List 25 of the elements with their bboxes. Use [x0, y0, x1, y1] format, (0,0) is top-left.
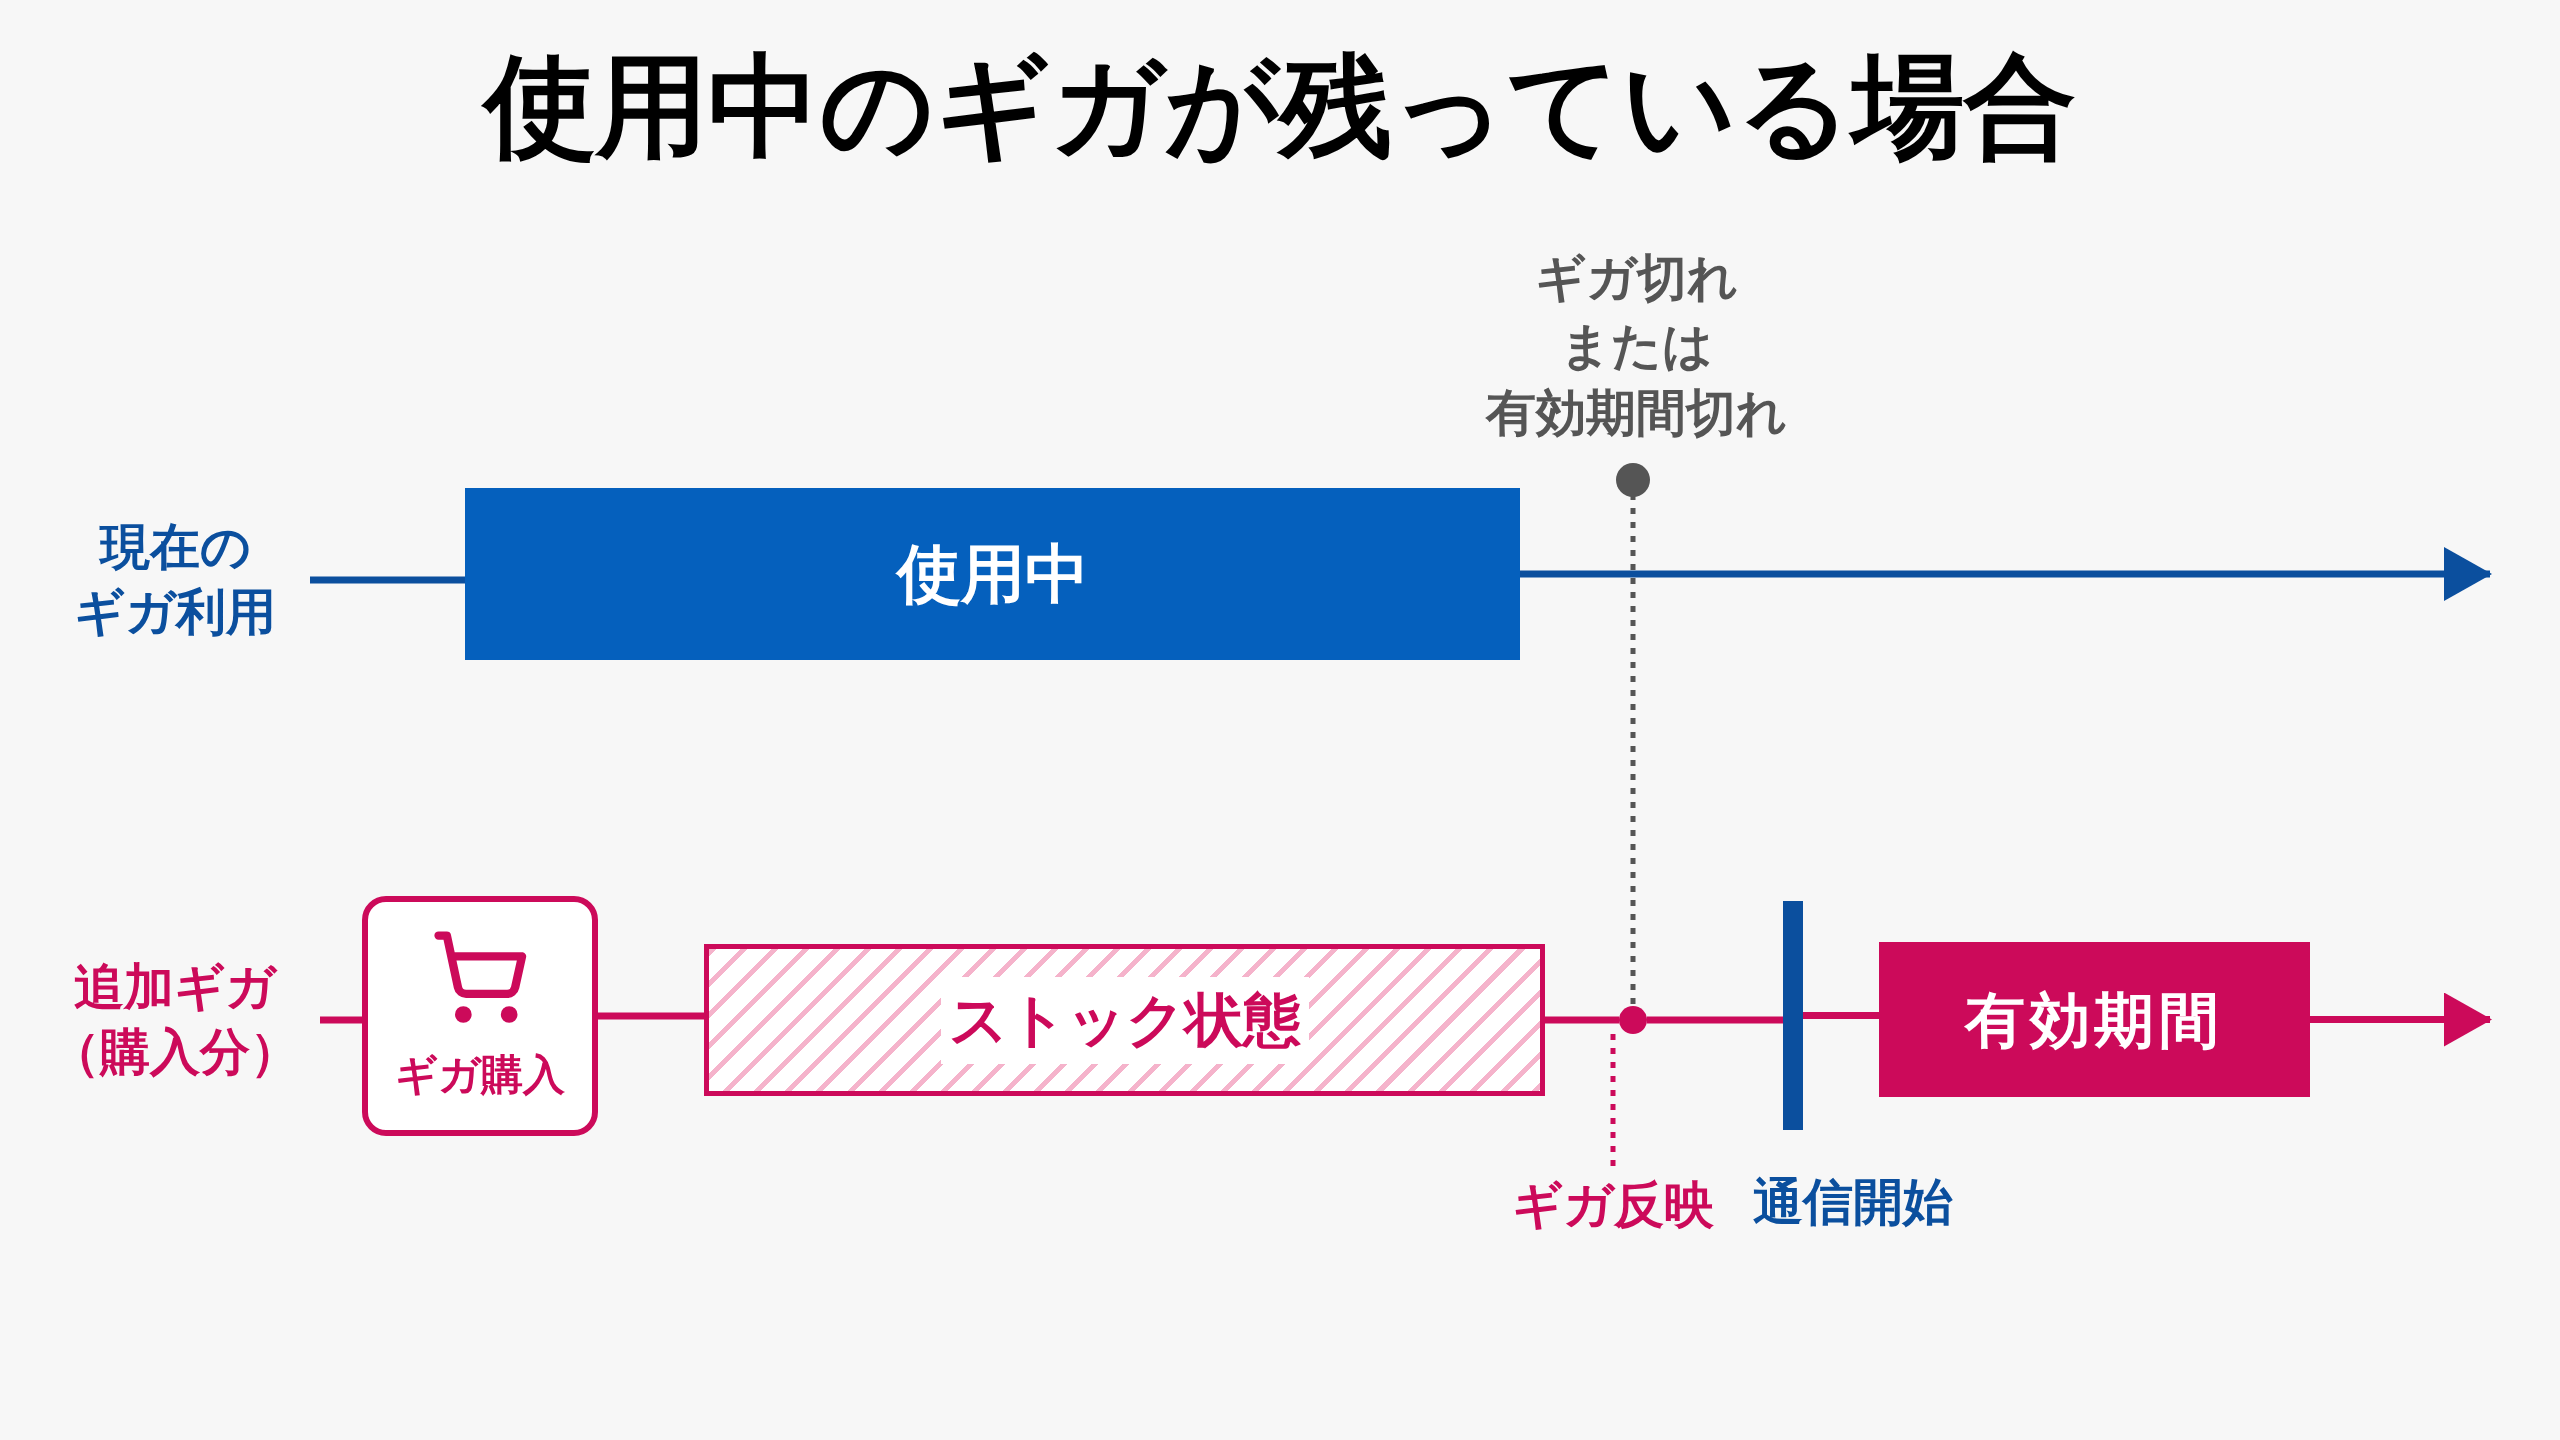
- annotation-text: または: [1559, 315, 1713, 377]
- start-marker: [1783, 901, 1803, 1130]
- card-label: ギガ購入: [395, 1048, 565, 1101]
- annotation-text: ギガ切れ: [1534, 248, 1738, 309]
- row-label: 追加ギガ（購入分）: [49, 957, 301, 1083]
- bar-label: 使用中: [896, 536, 1089, 613]
- event-label: 通信開始: [1753, 1177, 1953, 1227]
- bar-label: 有効期間: [1964, 983, 2225, 1057]
- timeline-line: [1545, 1016, 1619, 1024]
- timeline-line: [1803, 1012, 1879, 1019]
- row-label: ギガ利用: [74, 582, 276, 643]
- timeline-arrow: [2310, 992, 2492, 1047]
- purchase-card: [362, 896, 598, 1136]
- event-label: ギガ反映: [1512, 1174, 1714, 1236]
- row-label: 現在の: [99, 517, 251, 578]
- validity-bar: [1879, 942, 2310, 1097]
- dotted-line: [1616, 463, 1650, 1006]
- bar-label: ストック状態: [940, 976, 1309, 1064]
- timeline-line: [1647, 1016, 1783, 1024]
- usage-bar: [465, 488, 1520, 660]
- timeline-arrow: [1520, 547, 2492, 601]
- title: 使用中のギガが残っている場合: [0, 50, 2560, 162]
- timeline-line: [598, 1012, 704, 1020]
- annotation-text: 有効期間切れ: [1485, 383, 1787, 444]
- striped-bar: [704, 944, 1545, 1096]
